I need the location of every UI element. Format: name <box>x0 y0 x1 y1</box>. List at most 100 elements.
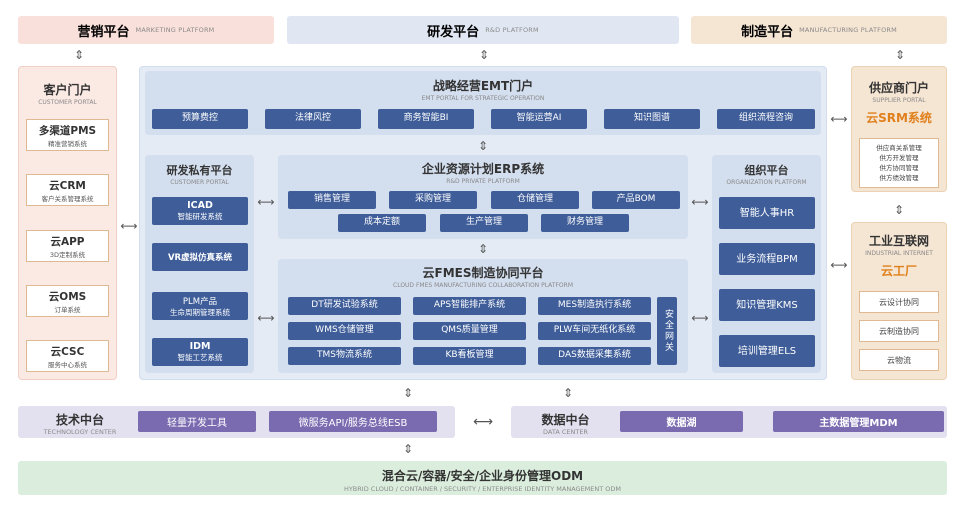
infrastructure-title: 混合云/容器/安全/企业身份管理ODM <box>381 469 584 483</box>
fmes-item-dt[interactable]: DT研发试验系统 <box>288 297 401 315</box>
rd-platform-title: 研发平台 <box>427 24 480 40</box>
erp-item-bom[interactable]: 产品BOM <box>592 191 680 209</box>
fmes-item-plw[interactable]: PLW车间无纸化系统 <box>538 322 651 340</box>
data-center-title: 数据中台 <box>541 413 590 427</box>
customer-item-label: 多渠道PMS <box>38 124 97 137</box>
supplier-item[interactable]: 供方绩效管理 <box>879 174 919 183</box>
rd-item-icad[interactable]: ICAD 智能研发系统 <box>152 197 248 225</box>
erp-item-finance[interactable]: 财务管理 <box>541 214 629 232</box>
industrial-item-label: 云物流 <box>887 355 911 365</box>
cloud-factory-highlight: 云工厂 <box>880 264 917 278</box>
customer-item-desc: 订单系统 <box>54 305 81 314</box>
emt-item-ai[interactable]: 智能运营AI <box>491 109 587 129</box>
fmes-item-mes[interactable]: MES制造执行系统 <box>538 297 651 315</box>
manufacturing-platform-title: 制造平台 <box>741 24 794 40</box>
supplier-item[interactable]: 供方协同管理 <box>879 164 919 172</box>
supplier-item[interactable]: 供方开发管理 <box>879 153 919 162</box>
data-center-subtitle: DATA CENTER <box>543 428 588 436</box>
double-arrow-icon: ⇕ <box>893 203 905 217</box>
emt-item-budget[interactable]: 预算费控 <box>152 109 248 129</box>
double-arrow-icon: ⇕ <box>402 442 414 456</box>
double-arrow-icon: ⇕ <box>478 48 490 62</box>
industrial-item-logistics[interactable]: 云物流 <box>859 349 939 371</box>
supplier-portal-subtitle: SUPPLIER PORTAL <box>872 97 926 104</box>
tech-item-esb[interactable]: 微服务API/服务总线ESB <box>269 411 437 432</box>
org-item-kms[interactable]: 知识管理KMS <box>719 289 815 321</box>
customer-item-desc: 精准营销系统 <box>48 139 87 148</box>
customer-item-crm[interactable]: 云CRM 客户关系管理系统 <box>26 174 109 206</box>
data-item-mdm[interactable]: 主数据管理MDM <box>773 411 944 432</box>
emt-item-knowledge-graph[interactable]: 知识图谱 <box>604 109 700 129</box>
emt-item-org-consulting[interactable]: 组织流程咨询 <box>717 109 815 129</box>
industrial-item-manufacturing[interactable]: 云制造协同 <box>859 320 939 342</box>
rd-item-label: ICAD <box>187 200 213 211</box>
fmes-item-kb[interactable]: KB看板管理 <box>413 347 526 365</box>
rd-item-vr[interactable]: VR虚拟仿真系统 <box>152 243 248 271</box>
double-arrow-icon: ⇕ <box>562 386 574 400</box>
erp-item-sales[interactable]: 销售管理 <box>288 191 376 209</box>
customer-item-csc[interactable]: 云CSC 服务中心系统 <box>26 340 109 372</box>
customer-item-pms[interactable]: 多渠道PMS 精准营销系统 <box>26 119 109 151</box>
rd-private-subtitle: CUSTOMER PORTAL <box>170 179 229 186</box>
emt-portal-subtitle: EMT PORTAL FOR STRATEGIC OPERATION <box>421 95 545 102</box>
infrastructure-band: 混合云/容器/安全/企业身份管理ODM HYBRID CLOUD / CONTA… <box>18 461 947 495</box>
double-arrow-icon: ⇕ <box>402 386 414 400</box>
supplier-srm-highlight: 云SRM系统 <box>866 111 932 125</box>
fmes-item-das[interactable]: DAS数据采集系统 <box>538 347 651 365</box>
org-item-els[interactable]: 培训管理ELS <box>719 335 815 367</box>
emt-portal-panel: 战略经营EMT门户 EMT PORTAL FOR STRATEGIC OPERA… <box>145 71 821 135</box>
double-arrow-icon: ⟷ <box>257 195 275 209</box>
customer-item-desc: 服务中心系统 <box>48 360 87 369</box>
emt-item-legal[interactable]: 法律风控 <box>265 109 361 129</box>
rd-item-plm[interactable]: PLM产品 生命周期管理系统 <box>152 292 248 320</box>
double-arrow-icon: ⟷ <box>472 414 494 430</box>
erp-item-purchase[interactable]: 采购管理 <box>389 191 477 209</box>
customer-item-app[interactable]: 云APP 3D定制系统 <box>26 230 109 262</box>
customer-portal-title: 客户门户 <box>43 83 92 97</box>
supplier-item[interactable]: 供应商关系管理 <box>876 143 922 152</box>
rd-item-desc: 生命周期管理系统 <box>170 307 230 317</box>
double-arrow-icon: ⟷ <box>120 219 138 233</box>
rd-item-idm[interactable]: IDM 智能工艺系统 <box>152 338 248 366</box>
industrial-item-design[interactable]: 云设计协同 <box>859 291 939 313</box>
data-item-lake[interactable]: 数据湖 <box>620 411 743 432</box>
rd-private-title: 研发私有平台 <box>166 164 233 177</box>
erp-item-warehouse[interactable]: 仓储管理 <box>491 191 579 209</box>
fmes-item-qms[interactable]: QMS质量管理 <box>413 322 526 340</box>
org-item-hr[interactable]: 智能人事HR <box>719 197 815 229</box>
erp-title: 企业资源计划ERP系统 <box>421 162 545 176</box>
industrial-internet-title: 工业互联网 <box>868 234 929 248</box>
manufacturing-platform-band: 制造平台 MANUFACTURING PLATFORM <box>691 16 947 44</box>
erp-subtitle: R&D PRIVATE PLATFORM <box>446 178 520 185</box>
customer-item-desc: 客户关系管理系统 <box>41 194 94 203</box>
emt-item-bi[interactable]: 商务智能BI <box>378 109 474 129</box>
erp-item-production[interactable]: 生产管理 <box>440 214 528 232</box>
fmes-item-wms[interactable]: WMS仓储管理 <box>288 322 401 340</box>
customer-portal-subtitle: CUSTOMER PORTAL <box>38 99 97 106</box>
org-platform-subtitle: ORGANIZATION PLATFORM <box>726 179 807 186</box>
erp-item-cost[interactable]: 成本定额 <box>338 214 426 232</box>
infrastructure-subtitle: HYBRID CLOUD / CONTAINER / SECURITY / EN… <box>343 485 622 493</box>
double-arrow-icon: ⇕ <box>477 139 489 153</box>
fmes-item-aps[interactable]: APS智能排产系统 <box>413 297 526 315</box>
customer-item-oms[interactable]: 云OMS 订单系统 <box>26 285 109 317</box>
tech-center-title: 技术中台 <box>55 413 104 427</box>
double-arrow-icon: ⇕ <box>477 242 489 256</box>
industrial-item-label: 云设计协同 <box>879 297 919 307</box>
customer-item-desc: 3D定制系统 <box>49 250 86 259</box>
org-platform-title: 组织平台 <box>744 164 789 177</box>
double-arrow-icon: ⟷ <box>691 311 709 325</box>
fmes-security-gateway[interactable]: 安全网关 <box>657 297 677 365</box>
data-center-label: 数据中台 DATA CENTER <box>518 411 613 436</box>
rd-item-desc: 智能工艺系统 <box>177 353 223 362</box>
tech-item-lowcode[interactable]: 轻量开发工具 <box>138 411 256 432</box>
rd-item-desc: 智能研发系统 <box>177 212 223 221</box>
double-arrow-icon: ⟷ <box>691 195 709 209</box>
industrial-internet-subtitle: INDUSTRIAL INTERNET <box>865 250 933 257</box>
customer-item-label: 云CSC <box>50 345 85 358</box>
customer-item-label: 云APP <box>50 235 85 248</box>
fmes-item-tms[interactable]: TMS物流系统 <box>288 347 401 365</box>
manufacturing-platform-subtitle: MANUFACTURING PLATFORM <box>799 26 897 34</box>
rd-item-label: IDM <box>189 341 211 352</box>
org-item-bpm[interactable]: 业务流程BPM <box>719 243 815 275</box>
